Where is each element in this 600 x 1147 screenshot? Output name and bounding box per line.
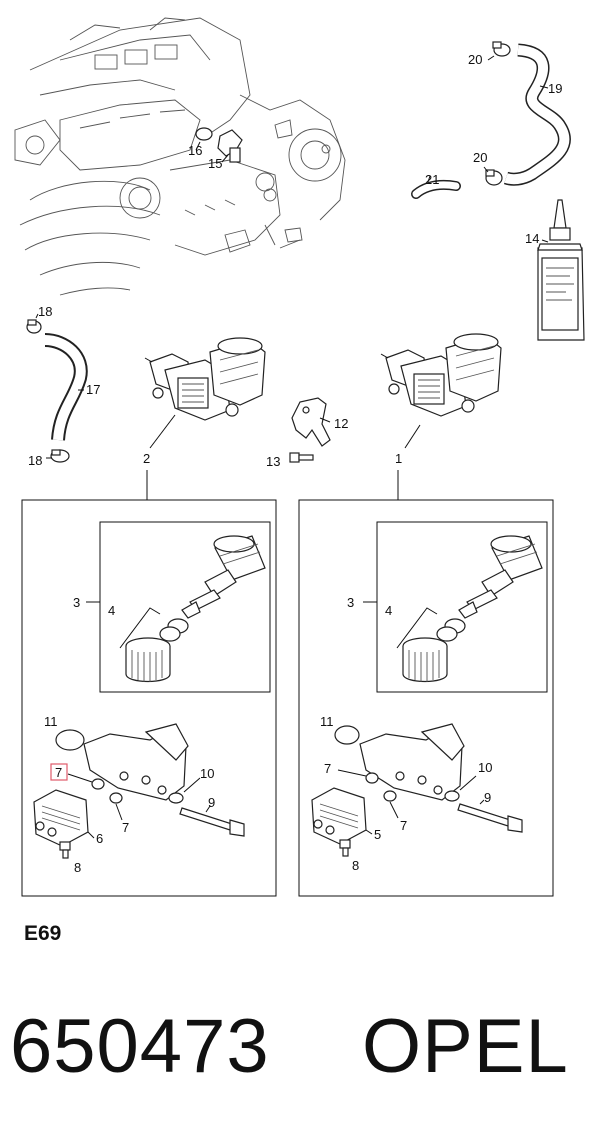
callout-9-right: 9: [484, 790, 491, 805]
callout-11-right: 11: [320, 714, 334, 729]
bolt-9-left: [179, 807, 245, 837]
filter-stem-left: [181, 569, 237, 619]
clamp-18-bottom: [50, 449, 70, 463]
housing-body-left: [83, 723, 189, 801]
callout-1: 1: [395, 451, 402, 466]
callout-7-right-upper: 7: [324, 761, 331, 776]
filter-cap-left: [213, 535, 266, 581]
filter-stem-right: [458, 569, 514, 619]
bolt-9-right: [457, 803, 523, 833]
fitting-15: [217, 129, 243, 163]
callout-12: 12: [334, 416, 348, 431]
filter-housing-assembly-1: [380, 333, 502, 417]
gasket-11-left: [55, 729, 85, 751]
callout-2: 2: [143, 451, 150, 466]
callout-8-left: 8: [74, 860, 81, 875]
seal-7-right-a: [365, 772, 379, 784]
callout-9-left: 9: [208, 795, 215, 810]
callout-14: 14: [525, 231, 539, 246]
callout-16: 16: [188, 143, 202, 158]
filter-element-left: [125, 637, 171, 683]
oil-cooler-6: [33, 789, 89, 847]
callout-4-left: 4: [108, 603, 115, 618]
callout-18-top: 18: [38, 304, 52, 319]
oil-cooler-5: [311, 787, 367, 845]
callout-3-left: 3: [73, 595, 80, 610]
callout-21: 21: [425, 172, 439, 187]
gasket-11-right: [334, 725, 360, 745]
bolt-13: [289, 452, 314, 463]
bracket-12: [291, 397, 331, 447]
callout-11-left: 11: [44, 714, 58, 729]
callout-20-bottom: 20: [473, 150, 487, 165]
filter-detail-box-right: [376, 521, 548, 693]
callout-4-right: 4: [385, 603, 392, 618]
diagram-code: E69: [24, 922, 62, 945]
callout-7-highlight: [50, 763, 68, 781]
callout-10-right: 10: [478, 760, 492, 775]
seal-7-left-b: [109, 792, 123, 804]
part-number: 650473: [10, 1004, 270, 1089]
callout-5: 5: [374, 827, 381, 842]
seal-7-left-a: [91, 778, 105, 790]
callout-8-right: 8: [352, 858, 359, 873]
seal-10-left: [168, 792, 184, 804]
callout-19: 19: [548, 81, 562, 96]
callout-18-bottom: 18: [28, 453, 42, 468]
callout-7-left-highlighted: 7: [55, 765, 62, 780]
callout-3-right: 3: [347, 595, 354, 610]
engine-block-drawing: [14, 17, 346, 296]
callout-6: 6: [96, 831, 103, 846]
callout-7-right: 7: [400, 818, 407, 833]
callout-10-left: 10: [200, 766, 214, 781]
callout-7-left: 7: [122, 820, 129, 835]
clamp-20-top: [492, 41, 511, 57]
oring-16: [195, 127, 213, 141]
callout-15: 15: [208, 156, 222, 171]
filter-cap-right: [490, 535, 543, 581]
clamp-20-bottom: [485, 169, 503, 186]
housing-body-right: [359, 723, 465, 801]
filter-housing-assembly-2: [144, 337, 266, 421]
clamp-18-top: [26, 319, 42, 334]
bolt-8-left: [59, 841, 71, 859]
sealant-bottle-14: [537, 199, 585, 341]
seal-10-right: [444, 790, 460, 802]
filter-element-right: [402, 637, 448, 683]
callout-20-top: 20: [468, 52, 482, 67]
seal-7-right-b: [383, 790, 397, 802]
filter-oring-right-b: [436, 626, 458, 642]
exploded-view-box-left: [21, 499, 277, 897]
filter-oring-left-b: [159, 626, 181, 642]
filter-detail-box-left: [99, 521, 271, 693]
callout-13: 13: [266, 454, 280, 469]
bolt-8-right: [339, 839, 351, 857]
exploded-view-box-right: [298, 499, 554, 897]
callout-17: 17: [86, 382, 100, 397]
brand-name: OPEL: [362, 1004, 569, 1089]
